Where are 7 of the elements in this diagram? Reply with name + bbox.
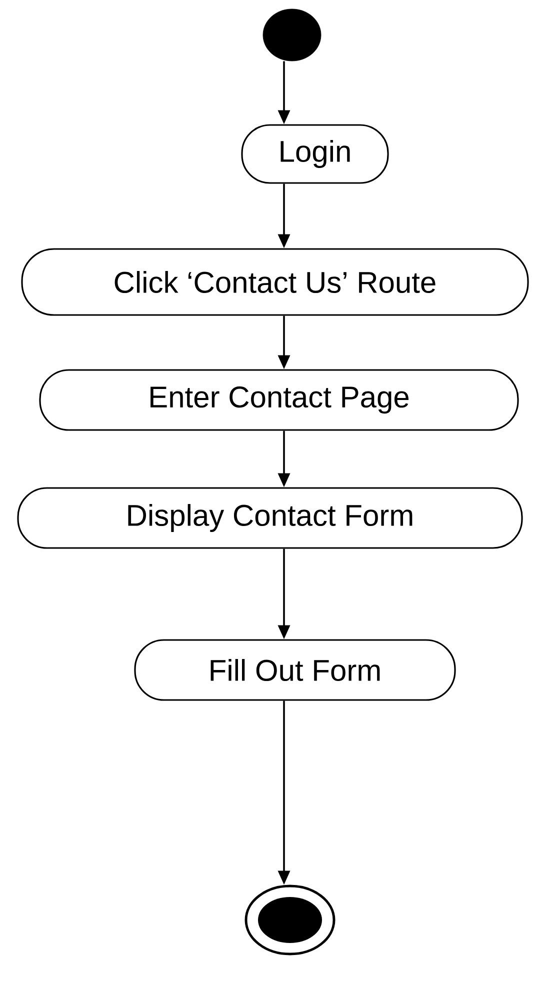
action-box: Login [241,124,389,184]
action-box: Fill Out Form [134,639,456,701]
action-box: Click ‘Contact Us’ Route [21,248,529,316]
end-bullseye [244,884,336,956]
action-box: Display Contact Form [17,487,523,549]
start-dot [262,8,322,62]
action-box: Enter Contact Page [39,369,519,431]
